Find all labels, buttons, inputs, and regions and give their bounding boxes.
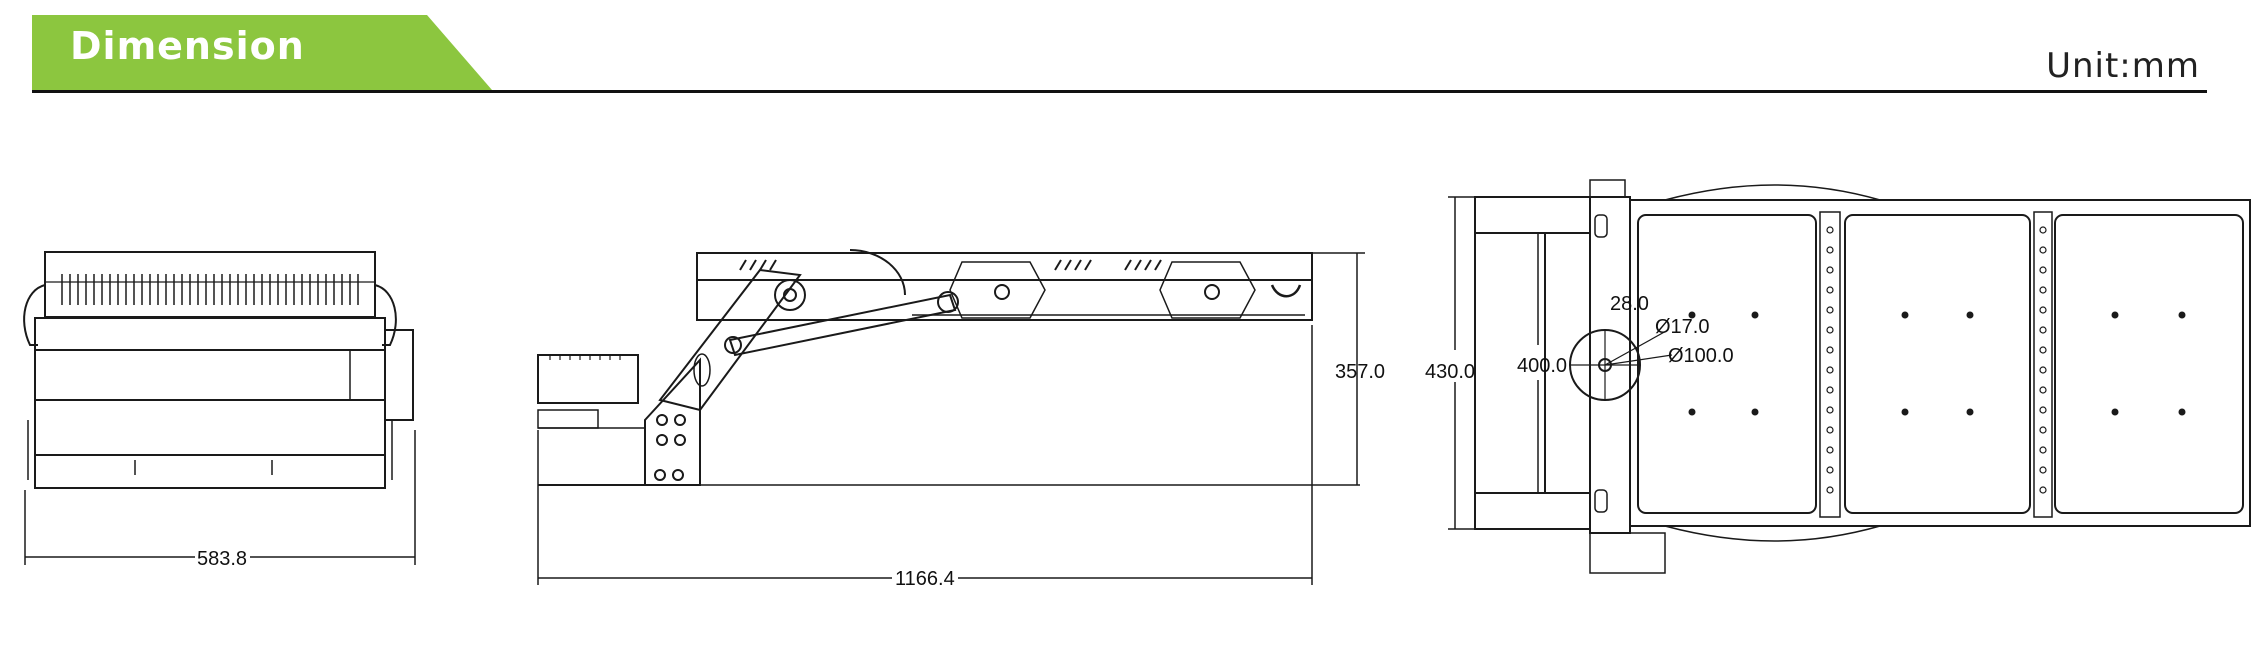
front-left-bracket bbox=[23, 284, 46, 346]
side-mount-post bbox=[644, 357, 701, 486]
front-fins bbox=[61, 274, 359, 305]
front-body bbox=[34, 317, 386, 489]
top-yoke-lower bbox=[1474, 492, 1591, 530]
top-inner-height-label: 400.0 bbox=[1517, 355, 1567, 377]
top-housing-frame bbox=[1629, 199, 2251, 527]
top-view bbox=[1448, 179, 2251, 574]
front-driver-box bbox=[384, 329, 414, 421]
side-length-dimension bbox=[537, 325, 1313, 585]
top-panel-1 bbox=[1637, 214, 1817, 514]
side-height-label: 357.0 bbox=[1335, 361, 1385, 383]
top-led-dots bbox=[1688, 311, 2186, 416]
top-outer-height-label: 430.0 bbox=[1425, 361, 1475, 383]
top-hole-small-label: Ø17.0 bbox=[1655, 316, 1709, 338]
page-title: Dimension bbox=[70, 24, 305, 68]
side-height-dimension bbox=[1312, 252, 1365, 485]
front-width-dimension bbox=[24, 430, 416, 565]
top-panel-3 bbox=[2054, 214, 2244, 514]
front-width-label: 583.8 bbox=[197, 548, 247, 570]
header-divider bbox=[32, 90, 2207, 93]
side-length-label: 1166.4 bbox=[895, 568, 955, 590]
top-panel-2 bbox=[1844, 214, 2031, 514]
side-view bbox=[537, 249, 1365, 585]
front-right-bracket bbox=[374, 284, 397, 346]
top-slot-label: 28.0 bbox=[1610, 293, 1649, 315]
front-view bbox=[23, 251, 416, 565]
top-yoke-upper bbox=[1474, 196, 1591, 234]
top-hole-large-label: Ø100.0 bbox=[1668, 345, 1734, 367]
side-rear-bracket bbox=[537, 354, 639, 404]
top-rib-holes bbox=[1826, 226, 2047, 494]
side-vents bbox=[739, 259, 1162, 271]
top-outer-height-dimension bbox=[1448, 196, 1475, 530]
side-housing-top bbox=[696, 252, 1313, 281]
unit-label: Unit:mm bbox=[2046, 46, 2200, 86]
header-tab bbox=[32, 15, 492, 90]
side-housing-body bbox=[696, 280, 1313, 321]
